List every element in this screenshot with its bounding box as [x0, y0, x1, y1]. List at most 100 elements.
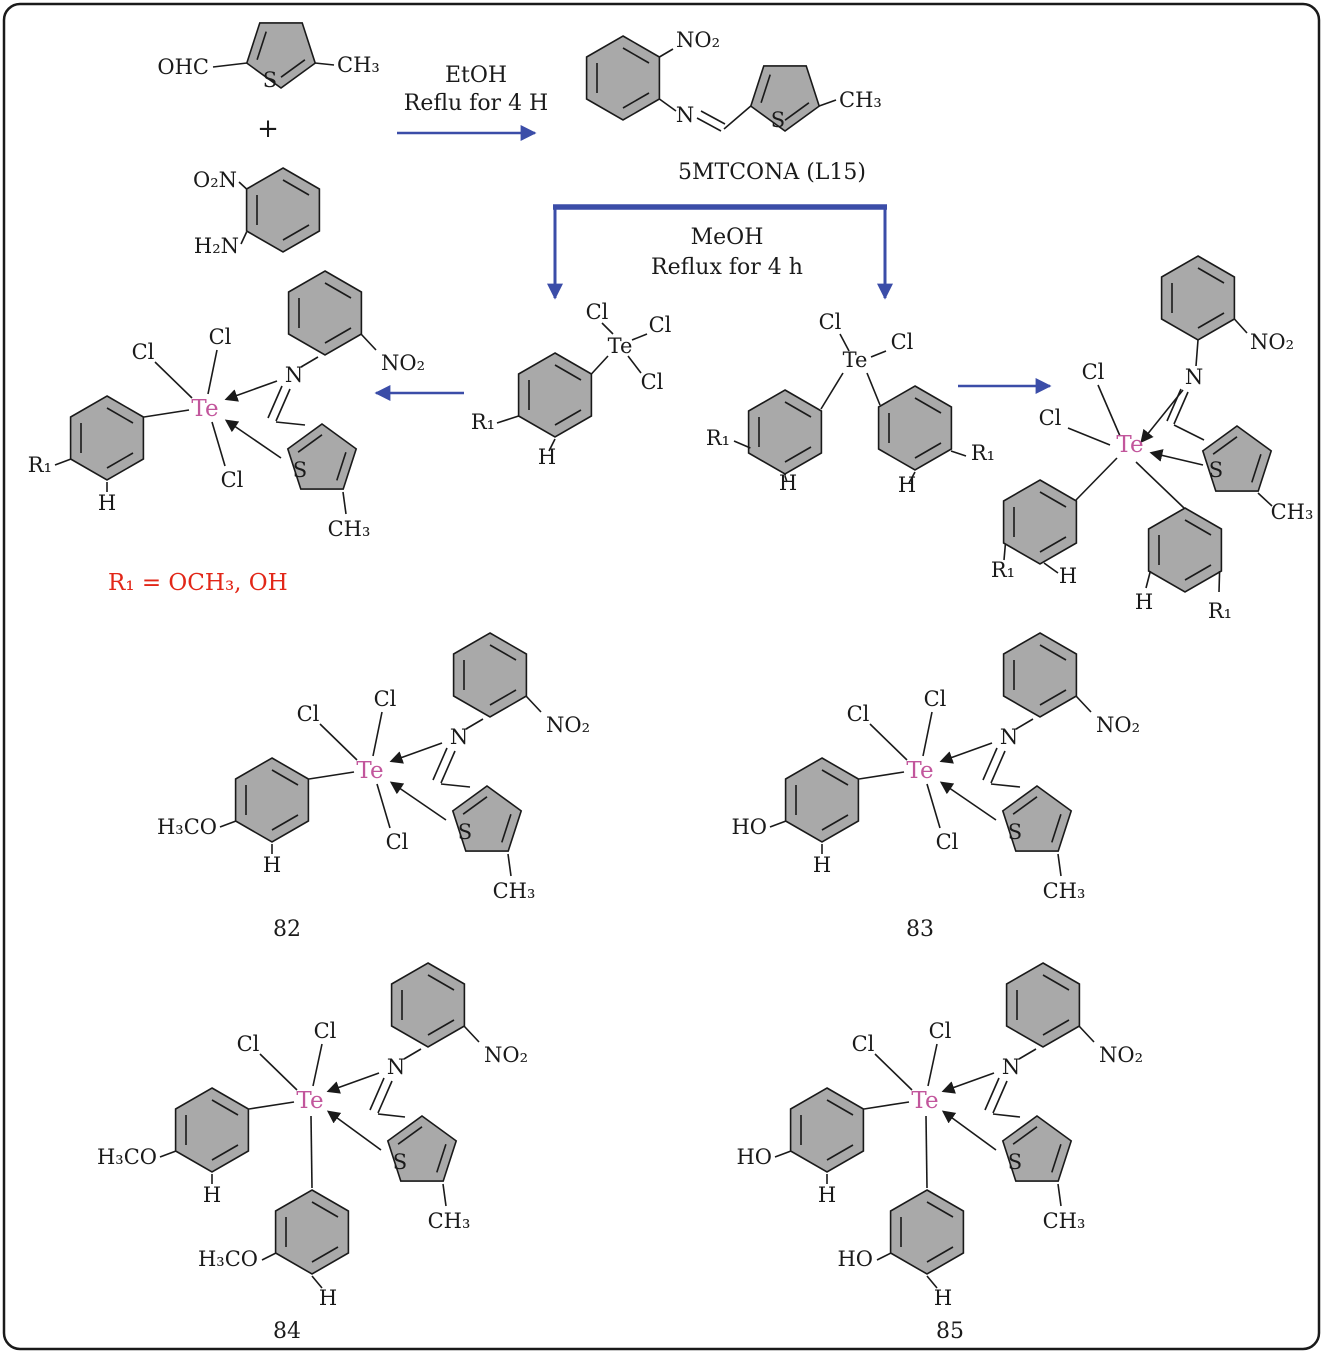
imine-double-bond	[696, 117, 722, 132]
r1-substituent: R₁	[706, 426, 730, 450]
bond	[314, 62, 335, 66]
substituent-label: HO	[837, 1247, 873, 1271]
ohc-group: OHC	[157, 55, 209, 79]
complex-85: HO HO 85	[736, 963, 1143, 1344]
bond	[950, 450, 967, 457]
bond	[1043, 562, 1059, 574]
bond	[1067, 427, 1111, 446]
te-atom: Te	[843, 348, 868, 372]
bond	[1218, 570, 1221, 593]
h-atom: H	[779, 471, 797, 495]
substituent-label: HO	[736, 1145, 772, 1169]
compound-number: 83	[906, 917, 934, 942]
cl-atom: Cl	[641, 370, 664, 394]
s-te-coordination-arrow	[1149, 449, 1204, 466]
bond	[1003, 543, 1007, 561]
bond	[784, 475, 788, 483]
reaction-arrow-step1: EtOH Reflu for 4 H	[397, 63, 549, 141]
h-atom: H	[1059, 564, 1077, 588]
ch3-group: CH₃	[1271, 500, 1314, 524]
cl-atom: Cl	[1082, 360, 1105, 384]
te-atom: Te	[608, 334, 633, 358]
complex-84: H₃CO H₃CO 84	[97, 963, 528, 1344]
bond	[1195, 339, 1199, 367]
bond	[1173, 424, 1205, 441]
reaction-arrow-step2: MeOH Reflux for 4 h	[547, 204, 893, 300]
r1-definition-note: R₁ = OCH₃, OH	[108, 570, 288, 596]
substituent-label: H₃CO	[97, 1145, 157, 1169]
no2-group: NO₂	[676, 28, 720, 52]
reactant-aldehyde: OHC S CH₃	[157, 22, 380, 92]
h-atom: H	[538, 445, 556, 469]
bond	[240, 231, 248, 245]
bond	[1135, 461, 1185, 509]
no2-group: NO₂	[1250, 330, 1294, 354]
bonds	[496, 322, 648, 452]
compound-number: 82	[273, 917, 301, 942]
solvent-label: EtOH	[445, 63, 507, 88]
bond	[820, 372, 844, 410]
substituent-label: R₁	[28, 453, 52, 477]
bond	[631, 333, 648, 341]
substituent-label: H₃CO	[198, 1247, 258, 1271]
conditions-label: Reflux for 4 h	[651, 255, 803, 280]
s-atom: S	[1209, 458, 1223, 482]
bond	[908, 471, 916, 484]
bond	[496, 415, 519, 424]
bond	[839, 333, 850, 352]
cl-atom: Cl	[819, 310, 842, 334]
bond	[238, 181, 248, 190]
generic-di-complex: Te Cl Cl N NO₂ S CH₃ R₁ H H R₁	[991, 255, 1314, 623]
bond	[870, 350, 887, 358]
compound-number: 85	[936, 1319, 964, 1344]
r1-substituent: R₁	[1208, 599, 1232, 623]
bonds	[658, 48, 837, 132]
compound-number: 84	[273, 1319, 301, 1344]
bond	[818, 99, 837, 107]
imine-double-bond	[1173, 391, 1189, 425]
ligand-name-label: 5MTCONA (L15)	[678, 160, 866, 185]
o2n-group: O₂N	[193, 168, 237, 192]
substituent-label: HO	[731, 815, 767, 839]
n-atom: N	[676, 103, 694, 127]
h-atom: H	[1135, 590, 1153, 614]
bond	[590, 355, 609, 375]
bond	[658, 48, 674, 58]
complex-83: HO 83	[731, 633, 1140, 942]
bond	[1233, 318, 1248, 334]
ch3-group: CH₃	[839, 88, 882, 112]
h2n-group: H₂N	[194, 234, 239, 258]
plus-sign: +	[257, 114, 279, 144]
bond	[866, 372, 881, 406]
bond	[1257, 492, 1273, 507]
r1-substituent: R₁	[471, 410, 495, 434]
conditions-label: Reflu for 4 H	[404, 91, 549, 116]
cl-atom: Cl	[586, 300, 609, 324]
bond	[548, 438, 556, 452]
generic-mono-complex: R₁	[28, 271, 425, 541]
cl-atom: Cl	[649, 313, 672, 337]
ch3-group: CH₃	[337, 53, 380, 77]
reactant-nitroaniline: O₂N H₂N	[193, 167, 321, 258]
bonds	[733, 333, 967, 484]
bond	[627, 355, 642, 374]
bond	[1075, 457, 1118, 501]
intermediate-diaryltechloride: Te Cl Cl R₁ H R₁ H	[706, 310, 995, 497]
complex-82: H₃CO 82	[157, 633, 590, 942]
bond	[1097, 384, 1121, 437]
bond	[601, 322, 614, 335]
r1-substituent: R₁	[991, 558, 1015, 582]
bond	[733, 440, 751, 449]
s-atom: S	[263, 68, 277, 92]
intermediate-aryltechloride: Te Cl Cl Cl R₁ H	[471, 300, 672, 469]
te-atom: Te	[1116, 432, 1143, 458]
bond	[658, 98, 677, 112]
bond	[723, 105, 752, 130]
bonds	[1003, 318, 1273, 593]
solvent-label: MeOH	[691, 225, 764, 250]
cl-atom: Cl	[891, 330, 914, 354]
r1-substituent: R₁	[971, 441, 995, 465]
ligand-5mtcona: NO₂ N S CH₃ 5MTCONA (L15)	[585, 28, 882, 185]
bond	[212, 62, 248, 68]
